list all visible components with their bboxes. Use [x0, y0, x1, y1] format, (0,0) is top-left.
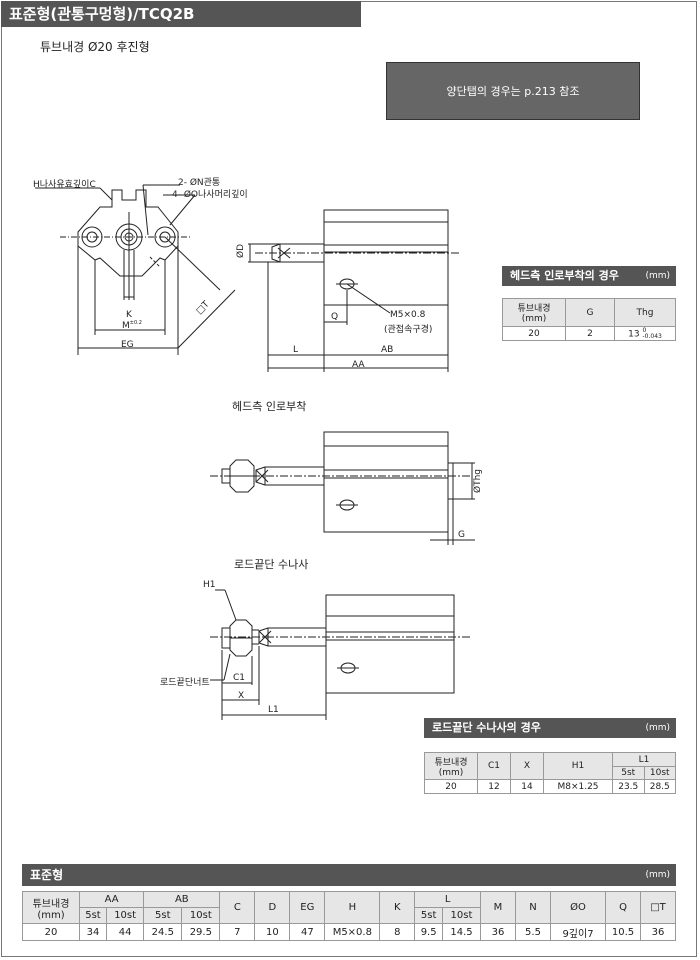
- table-row: 20 12 14 M8×1.25 23.5 28.5: [424, 779, 676, 794]
- std-col-c: C: [219, 891, 256, 924]
- head-col-g: G: [565, 298, 615, 327]
- std-col-k: K: [379, 891, 416, 924]
- head-table: 튜브내경 (mm) G Thg 20 2 13 0-0.043: [502, 298, 676, 341]
- std-col-h: H: [324, 891, 381, 924]
- label-k: K: [126, 310, 132, 320]
- label-aa: AA: [352, 360, 365, 370]
- label-m: M±0.2: [122, 320, 142, 331]
- rod-col-c1: C1: [477, 752, 511, 780]
- label-port: M5×0.8: [390, 310, 426, 320]
- label-d: ØD: [236, 243, 247, 259]
- std-col-aa: AA: [78, 891, 145, 908]
- thg-value-cell: 13 0-0.043: [614, 326, 676, 341]
- front-view-drawing: [35, 184, 236, 355]
- std-col-m: M: [480, 891, 516, 924]
- label-c1: C1: [233, 673, 246, 683]
- rod-table: 튜브내경 (mm) C1 X H1 L1 5st 10st 20 12 14 M…: [424, 752, 676, 794]
- std-col-o: ØO: [550, 891, 606, 924]
- head-table-title: 헤드측 인로부착의 경우(mm): [502, 266, 676, 286]
- head-table-unit: (mm): [645, 271, 670, 281]
- label-rod-nut: 로드끝단너트: [160, 678, 210, 688]
- label-eg: EG: [121, 340, 134, 350]
- tapped-ends-notice: 양단탭의 경우는 p.213 참조: [386, 62, 640, 120]
- std-col-eg: EG: [289, 891, 326, 924]
- std-col-n: N: [515, 891, 551, 924]
- label-x: X: [238, 691, 245, 701]
- std-table-title: 표준형(mm): [22, 864, 676, 886]
- std-col-bore: 튜브내경 (mm): [22, 891, 80, 924]
- rod-col-x: X: [510, 752, 544, 780]
- rod-col-h1: H1: [543, 752, 613, 780]
- rod-table-unit: (mm): [645, 723, 670, 733]
- std-col-t: □T: [640, 891, 676, 924]
- std-table-unit: (mm): [645, 870, 670, 880]
- table-row: 20 2 13 0-0.043: [502, 326, 676, 341]
- label-thg: ØThg: [473, 469, 483, 493]
- label-cbore: 4- ØO나사머리깊이: [172, 190, 248, 200]
- table-row: 20 34 44 24.5 29.5 7 10 47 M5×0.8 8 9.5 …: [22, 923, 676, 941]
- head-female-drawing: [210, 431, 475, 545]
- label-l1: L1: [268, 705, 279, 715]
- label-h1: H1: [203, 580, 216, 590]
- label-g: G: [458, 530, 465, 540]
- head-col-thg: Thg: [614, 298, 676, 327]
- side-view-drawing: [248, 209, 460, 372]
- page-title: 표준형(관통구멍형)/TCQ2B: [1, 1, 361, 27]
- bore-subtitle: 튜브내경 Ø20 후진형: [40, 40, 150, 54]
- rod-male-drawing: [210, 589, 470, 720]
- label-l: L: [293, 345, 299, 355]
- caption-rod-male: 로드끝단 수나사: [234, 558, 309, 571]
- std-col-ab: AB: [143, 891, 221, 908]
- rod-col-bore: 튜브내경 (mm): [424, 752, 478, 780]
- rod-table-title: 로드끝단 수나사의 경우(mm): [424, 718, 676, 738]
- label-ab: AB: [381, 345, 394, 355]
- std-col-d: D: [254, 891, 291, 924]
- rod-col-l1: L1: [612, 752, 676, 767]
- label-port-note: (관접속구경): [384, 325, 433, 335]
- label-hex-depth: H나사유효깊이C: [33, 180, 96, 190]
- std-table: 튜브내경 (mm) AA AB C D EG H K L M N ØO Q □T…: [22, 891, 676, 941]
- caption-head-female: 헤드측 인로부착: [232, 400, 307, 413]
- label-q: Q: [331, 312, 339, 322]
- head-col-bore: 튜브내경 (mm): [502, 298, 566, 327]
- label-thru-hole: 2- ØN관통: [178, 178, 221, 188]
- std-col-l: L: [414, 891, 481, 908]
- std-col-q: Q: [605, 891, 641, 924]
